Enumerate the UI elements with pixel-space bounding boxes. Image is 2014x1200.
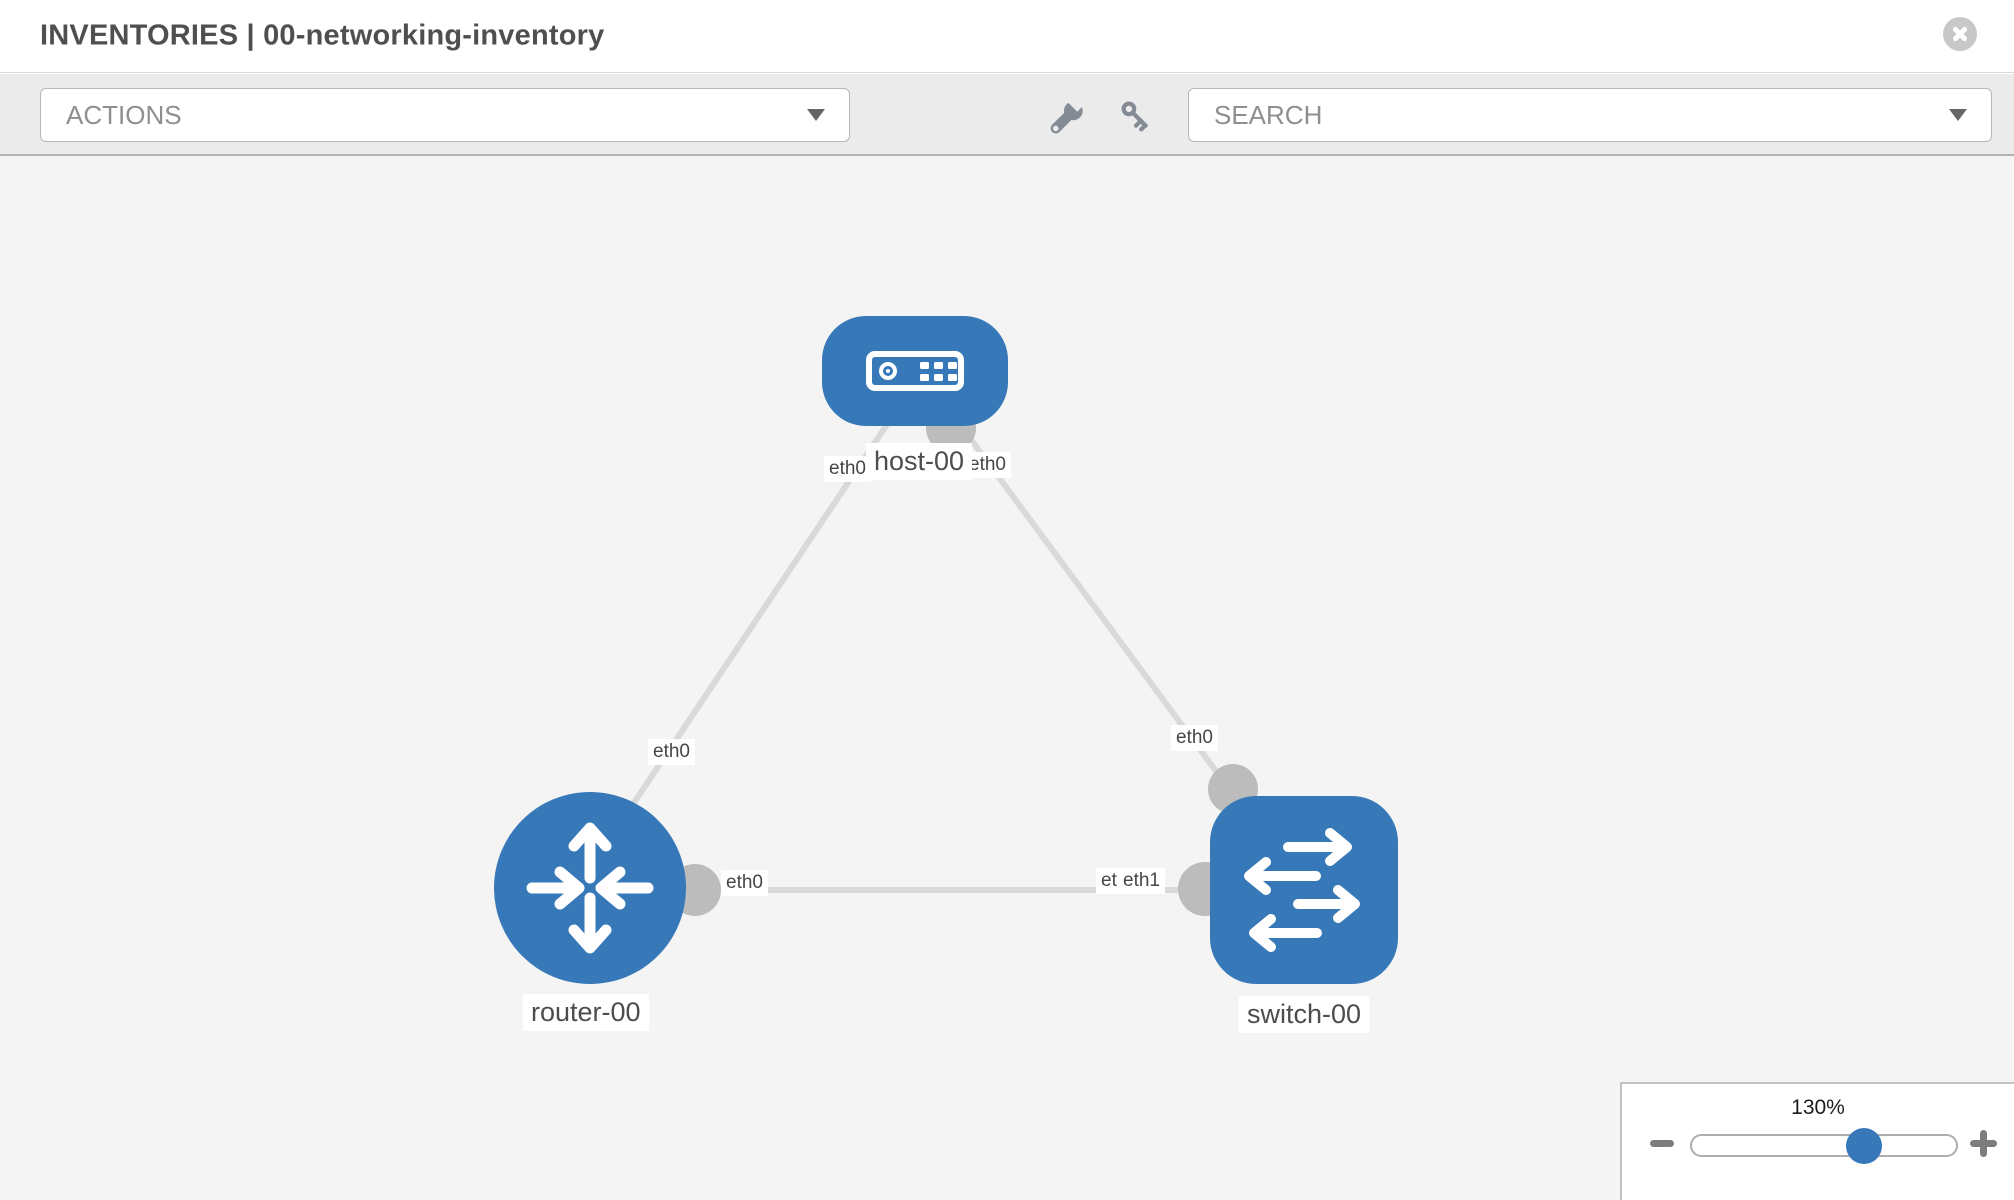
zoom-control-panel: 130% [1620, 1082, 2014, 1200]
page-title: INVENTORIES | 00-networking-inventory [40, 19, 605, 52]
chevron-down-icon [1949, 109, 1967, 121]
interface-label: eth0 [1171, 725, 1218, 751]
interface-label: eth1 [1118, 868, 1165, 894]
host-icon [866, 351, 964, 391]
configure-button[interactable] [1044, 94, 1088, 138]
router-node-shape[interactable] [494, 792, 686, 984]
key-button[interactable] [1114, 94, 1158, 138]
close-button[interactable] [1943, 17, 1977, 51]
header-bar: INVENTORIES | 00-networking-inventory [0, 0, 2014, 73]
zoom-level-readout: 130% [1791, 1096, 1845, 1119]
node-label-switch: switch-00 [1239, 996, 1370, 1034]
topology-graph [494, 316, 1398, 984]
host-node-shape[interactable] [822, 316, 1008, 426]
wrench-icon [1050, 97, 1085, 134]
zoom-slider-track[interactable] [1690, 1134, 1958, 1157]
key-icon [1121, 101, 1148, 132]
router-icon [526, 822, 654, 954]
search-dropdown[interactable] [1188, 88, 1992, 142]
search-input[interactable] [1214, 99, 1914, 131]
node-router-00[interactable] [494, 792, 686, 984]
node-label-router: router-00 [523, 994, 649, 1032]
chevron-down-icon [807, 109, 825, 121]
interface-label: eth0 [721, 870, 768, 896]
actions-dropdown[interactable]: ACTIONS [40, 88, 850, 142]
topology-canvas[interactable]: eth0 eth0 eth0 eth0 eth0 eth0 eth1 host-… [0, 156, 2014, 1200]
interface-label: eth0 [648, 739, 695, 765]
interface-label: eth0 [824, 456, 871, 482]
node-switch-00[interactable] [1210, 796, 1398, 984]
plus-icon [1980, 1130, 1987, 1157]
link-host-router[interactable] [582, 412, 897, 878]
node-label-host: host-00 [866, 443, 973, 481]
actions-dropdown-label: ACTIONS [66, 99, 182, 130]
node-host-00[interactable] [822, 316, 1008, 426]
topology-toolbar: ACTIONS [0, 74, 2014, 156]
zoom-in-button[interactable] [1970, 1130, 1997, 1157]
switch-node-shape[interactable] [1210, 796, 1398, 984]
zoom-out-button[interactable] [1650, 1140, 1674, 1147]
zoom-slider-thumb[interactable] [1846, 1128, 1882, 1164]
switch-icon [1244, 828, 1360, 952]
